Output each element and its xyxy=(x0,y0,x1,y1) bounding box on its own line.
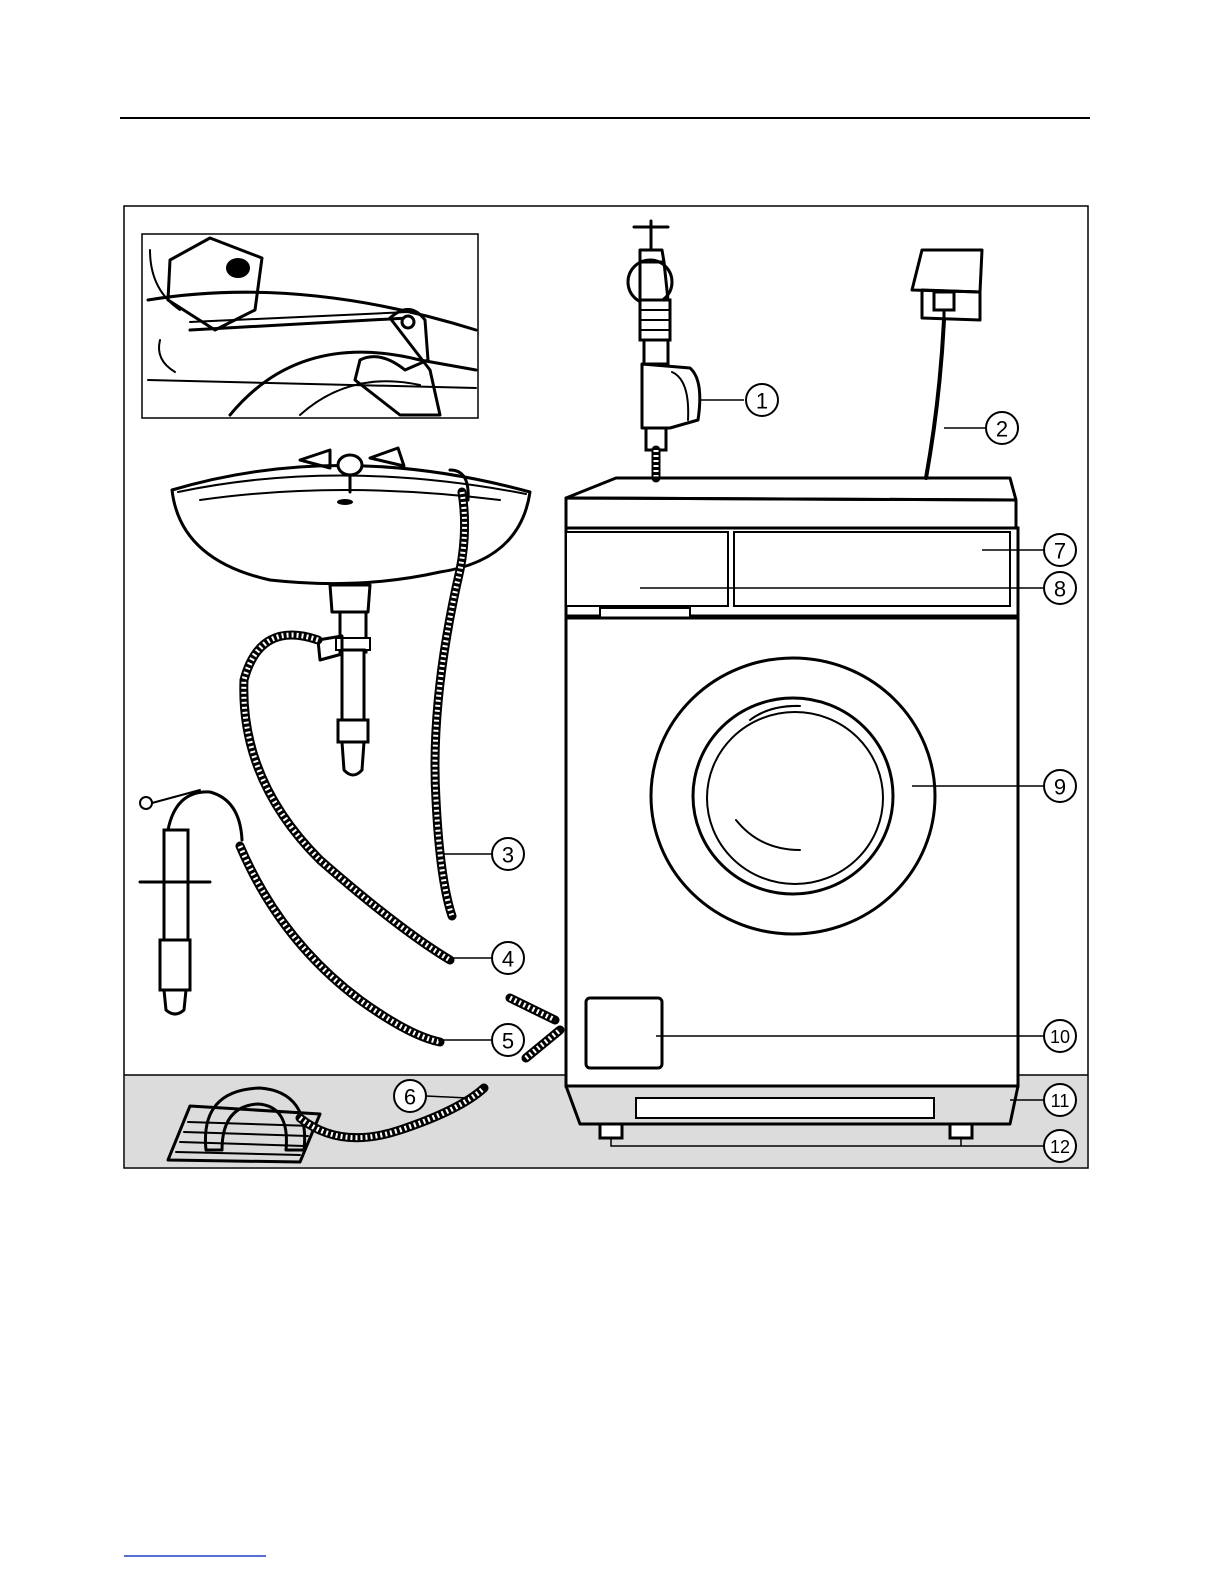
svg-text:6: 6 xyxy=(404,1085,416,1110)
callout-6: 6 xyxy=(394,1080,426,1112)
svg-text:2: 2 xyxy=(996,417,1008,442)
svg-text:11: 11 xyxy=(1051,1091,1070,1111)
svg-text:10: 10 xyxy=(1050,1027,1070,1047)
svg-text:12: 12 xyxy=(1050,1137,1070,1157)
callout-7: 7 xyxy=(1044,534,1076,566)
svg-text:7: 7 xyxy=(1054,539,1066,564)
svg-text:5: 5 xyxy=(502,1029,514,1054)
svg-text:8: 8 xyxy=(1054,577,1066,602)
callout-8: 8 xyxy=(1044,572,1076,604)
callout-5: 5 xyxy=(492,1024,524,1056)
control-panel xyxy=(734,532,1010,606)
foot-left xyxy=(600,1124,622,1138)
svg-text:4: 4 xyxy=(502,947,514,972)
door xyxy=(651,658,935,934)
callout-4: 4 xyxy=(492,942,524,974)
callout-1: 1 xyxy=(746,384,778,416)
washing-machine xyxy=(566,478,1018,1138)
foot-right xyxy=(950,1124,972,1138)
svg-text:3: 3 xyxy=(502,843,514,868)
callout-3: 3 xyxy=(492,838,524,870)
callout-2: 2 xyxy=(986,412,1018,444)
detergent-drawer xyxy=(566,532,728,606)
filter-flap xyxy=(586,998,662,1068)
callout-9: 9 xyxy=(1044,770,1076,802)
callout-11: 11 xyxy=(1044,1084,1076,1116)
inset-detail xyxy=(142,234,478,418)
callout-10: 10 xyxy=(1044,1020,1076,1052)
plinth xyxy=(636,1098,934,1118)
svg-text:9: 9 xyxy=(1054,775,1066,800)
svg-text:1: 1 xyxy=(756,389,768,414)
callout-12: 12 xyxy=(1044,1130,1076,1162)
